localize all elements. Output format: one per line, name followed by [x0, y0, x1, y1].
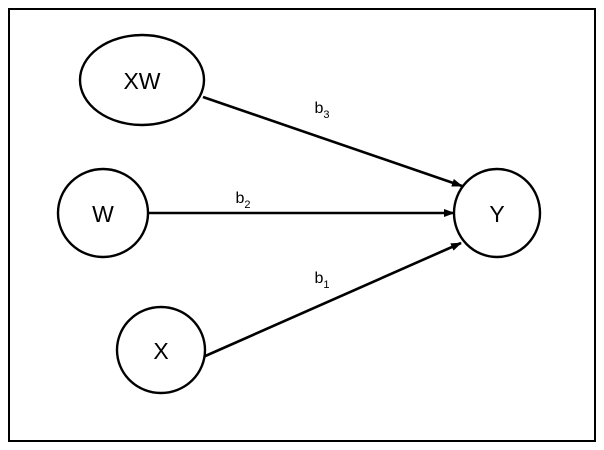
edge-xw-to-y — [202, 95, 463, 188]
node-y-shape[interactable] — [452, 167, 542, 259]
edge-label-b2: b2 — [235, 190, 250, 211]
node-y[interactable]: Y — [452, 167, 542, 259]
edge-label-b3-subscript: 3 — [323, 109, 329, 121]
node-x-label: X — [153, 338, 168, 364]
edge-label-b1-base: b — [314, 270, 323, 287]
edge-label-b1: b1 — [314, 270, 329, 291]
node-w-shape[interactable] — [56, 167, 150, 259]
node-x-shape[interactable] — [115, 305, 207, 395]
edge-label-b1-subscript: 1 — [323, 279, 329, 291]
edge-group — [148, 95, 463, 359]
node-w-label: W — [92, 201, 114, 227]
node-y-label: Y — [489, 201, 504, 227]
edge-label-b2-subscript: 2 — [244, 199, 250, 211]
node-w[interactable]: W — [56, 167, 150, 259]
edge-label-b3: b3 — [314, 100, 329, 121]
edge-label-b2-base: b — [235, 190, 244, 207]
node-xw[interactable]: XW — [78, 33, 206, 127]
node-xw-label: XW — [123, 68, 160, 94]
edge-x-to-y — [202, 241, 462, 359]
node-xw-shape[interactable] — [78, 33, 206, 127]
node-x[interactable]: X — [115, 305, 207, 395]
edge-label-group: b3 b2 b1 — [235, 100, 329, 291]
edge-label-b3-base: b — [314, 100, 323, 117]
